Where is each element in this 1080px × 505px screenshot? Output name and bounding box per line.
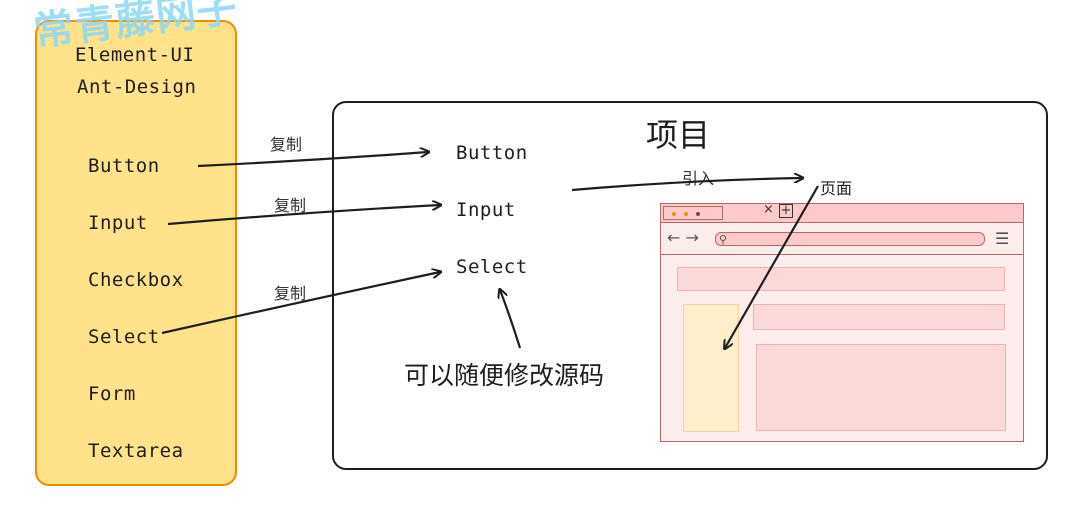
browser-address-row: ← → ⚲ ☰ — [661, 224, 1023, 255]
address-bar: ⚲ — [715, 232, 985, 246]
library-item-form: Form — [88, 383, 136, 405]
component-library-box — [35, 20, 237, 486]
window-dot-icon — [672, 212, 676, 216]
copy-label-select: 复制 — [274, 284, 307, 303]
close-icon: × — [763, 202, 774, 217]
window-dot-icon — [696, 212, 700, 216]
window-dot-icon — [684, 212, 688, 216]
plus-icon: + — [779, 203, 793, 218]
project-item-select: Select — [456, 256, 528, 278]
browser-tab-bar: × + — [661, 202, 1023, 223]
page-sidebar-block — [683, 304, 739, 432]
browser-tab — [663, 206, 723, 220]
back-forward-icon: ← → — [667, 228, 699, 247]
page-content-block — [756, 344, 1006, 431]
library-item-input: Input — [88, 212, 148, 234]
copy-label-input: 复制 — [274, 196, 307, 215]
library-name-element-ui: Element-UI — [75, 44, 195, 66]
library-item-textarea: Textarea — [88, 440, 184, 462]
page-toolbar-block — [753, 304, 1005, 330]
browser-page-sketch: × + ← → ⚲ ☰ — [660, 202, 1024, 442]
project-item-button: Button — [456, 142, 528, 164]
library-item-checkbox: Checkbox — [88, 269, 184, 291]
library-name-ant-design: Ant-Design — [77, 76, 197, 98]
menu-icon: ☰ — [995, 229, 1010, 248]
edit-source-note: 可以随便修改源码 — [404, 361, 605, 390]
page-label: 页面 — [820, 179, 853, 198]
page-header-block — [677, 267, 1005, 291]
project-item-input: Input — [456, 199, 516, 221]
copy-label-button: 复制 — [270, 135, 303, 154]
project-title: 项目 — [646, 116, 711, 154]
search-icon: ⚲ — [719, 233, 728, 246]
library-item-button: Button — [88, 155, 160, 177]
import-label: 引入 — [682, 169, 715, 188]
library-item-select: Select — [88, 326, 160, 348]
